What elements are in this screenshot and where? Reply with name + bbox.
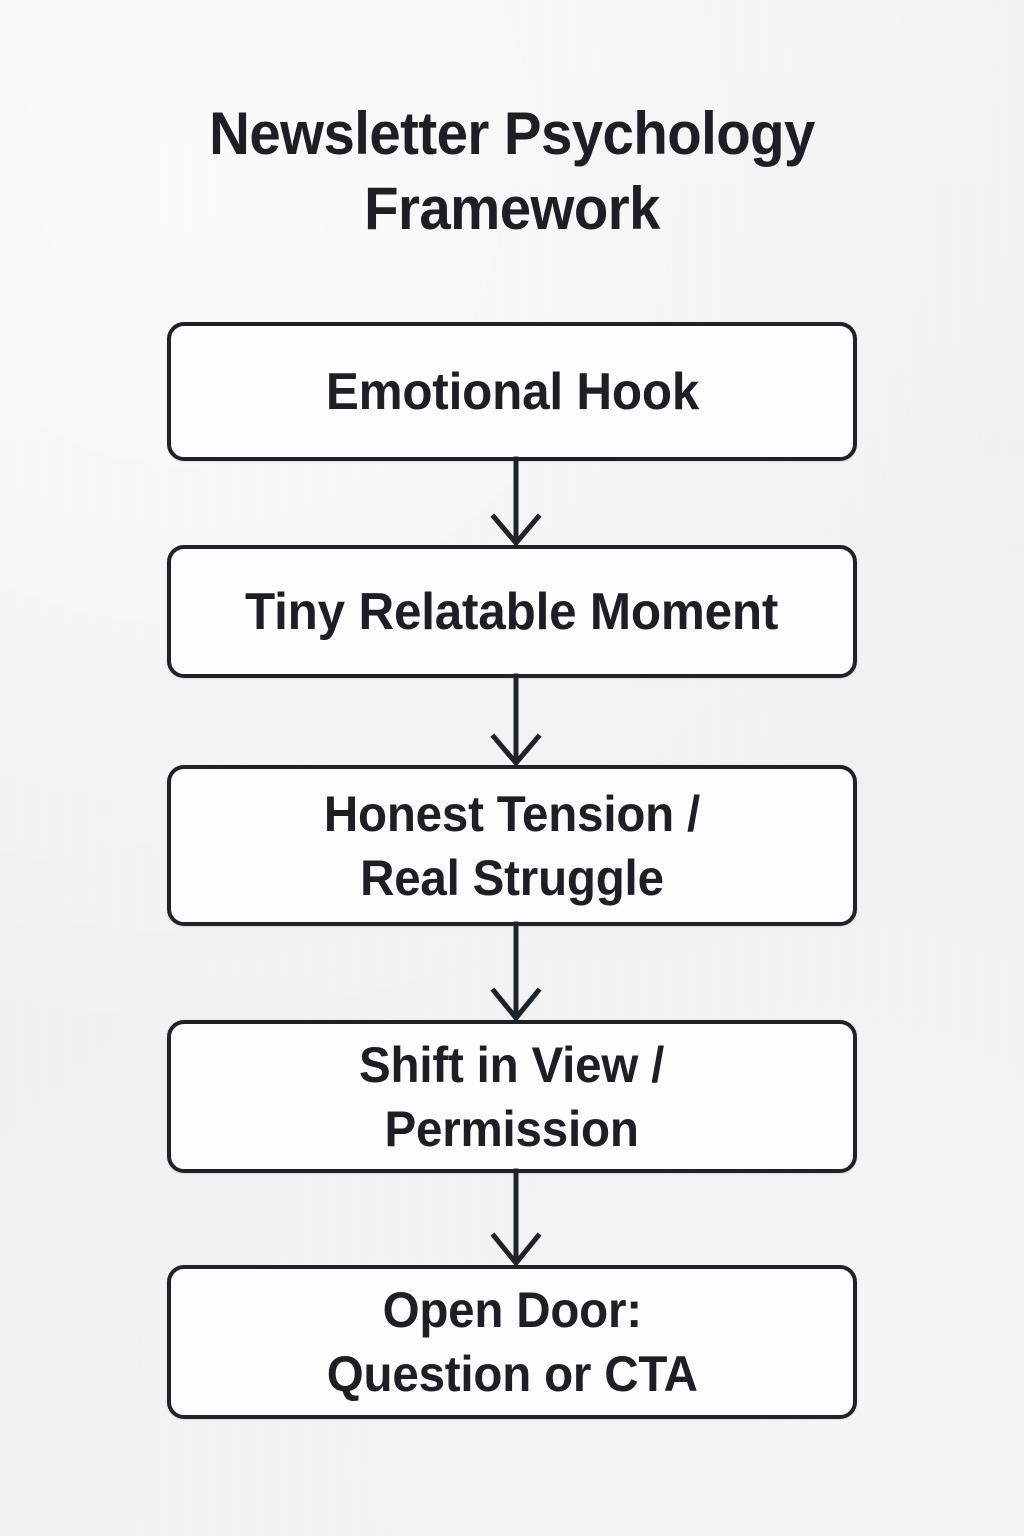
page-title: Newsletter Psychology Framework — [209, 100, 815, 242]
flow-node-tiny-relatable-moment[interactable]: Tiny Relatable Moment — [167, 545, 857, 678]
flow-arrow-3 — [466, 921, 566, 1022]
flow-node-open-door-question-or-cta[interactable]: Open Door: Question or CTA — [167, 1265, 857, 1419]
arrow-down-icon — [490, 921, 542, 1022]
flow-node-label: Shift in View / Permission — [359, 1036, 665, 1157]
flow-node-emotional-hook[interactable]: Emotional Hook — [167, 322, 857, 461]
arrow-down-icon — [490, 456, 542, 547]
flow-arrow-1 — [466, 456, 566, 547]
arrow-down-icon — [490, 673, 542, 767]
flow-node-label: Tiny Relatable Moment — [245, 582, 779, 641]
flow-arrow-2 — [466, 673, 566, 767]
flow-node-shift-in-view-permission[interactable]: Shift in View / Permission — [167, 1020, 857, 1173]
arrow-down-icon — [490, 1168, 542, 1267]
flow-node-honest-tension-real-struggle[interactable]: Honest Tension / Real Struggle — [167, 765, 857, 926]
flow-node-label: Emotional Hook — [325, 362, 699, 421]
flow-node-label: Open Door: Question or CTA — [326, 1282, 698, 1402]
flow-arrow-4 — [466, 1168, 566, 1267]
flow-node-label: Honest Tension / Real Struggle — [323, 785, 701, 906]
